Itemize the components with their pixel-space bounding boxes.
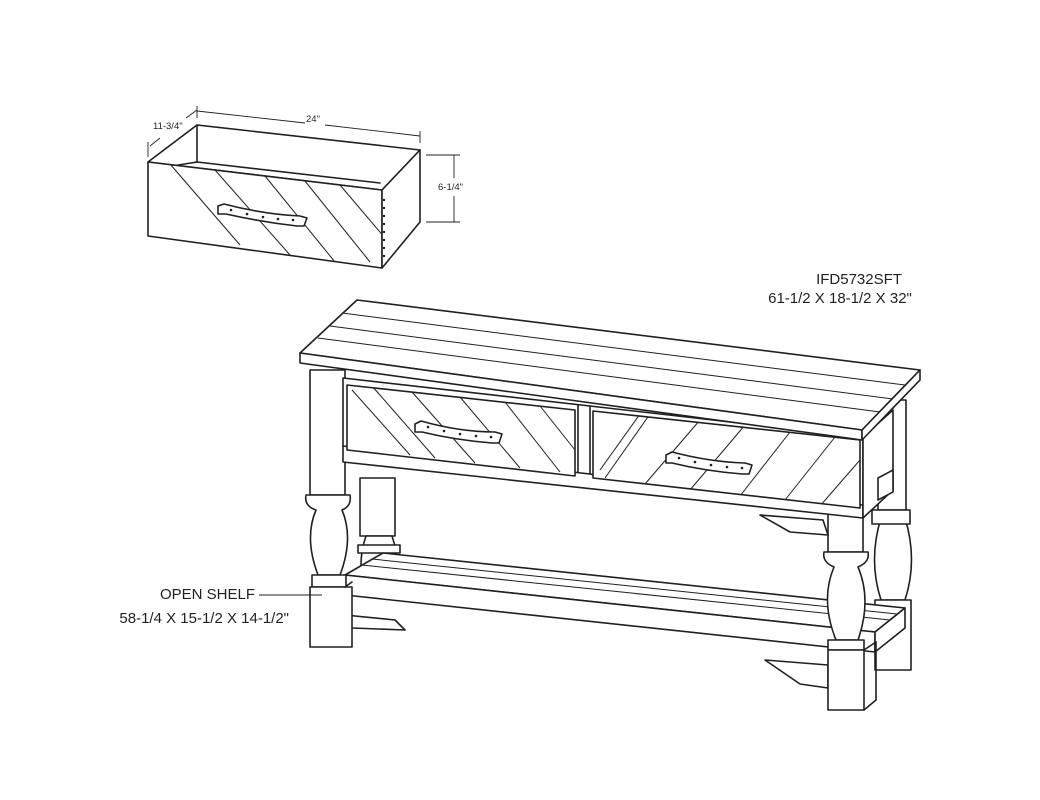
- shelf-dimensions: 58-1/4 X 15-1/2 X 14-1/2": [119, 610, 289, 627]
- drawer-height-dimension: 6-1/4": [426, 154, 463, 223]
- drawer-width-dimension: 24": [196, 106, 421, 143]
- drawer-left-handle: [414, 420, 503, 444]
- product-dimensions: 61-1/2 X 18-1/2 X 32": [768, 290, 912, 307]
- table-top: [299, 299, 921, 441]
- drawer-depth-dimension: 11-3/4": [147, 109, 198, 157]
- drawer-side: [381, 149, 421, 269]
- sofa-table: [299, 299, 921, 711]
- shelf-name: OPEN SHELF: [160, 586, 255, 603]
- shelf-callout: OPEN SHELF 58-1/4 X 15-1/2 X 14-1/2": [119, 586, 322, 627]
- product-model: IFD5732SFT: [816, 271, 902, 288]
- drawer-detail: 24" 11-3/4" 6-1/4": [147, 106, 463, 269]
- drawer-right-handle: [665, 451, 753, 475]
- apron: [342, 377, 894, 536]
- drawer-handle: [217, 203, 308, 227]
- drawer-width-label: 24": [306, 114, 320, 125]
- drawer-right: [592, 410, 861, 509]
- front-leg-left: [304, 369, 353, 648]
- open-shelf: [344, 552, 906, 689]
- drawer-depth-label: 11-3/4": [153, 121, 183, 132]
- drawer-height-label: 6-1/4": [438, 182, 463, 193]
